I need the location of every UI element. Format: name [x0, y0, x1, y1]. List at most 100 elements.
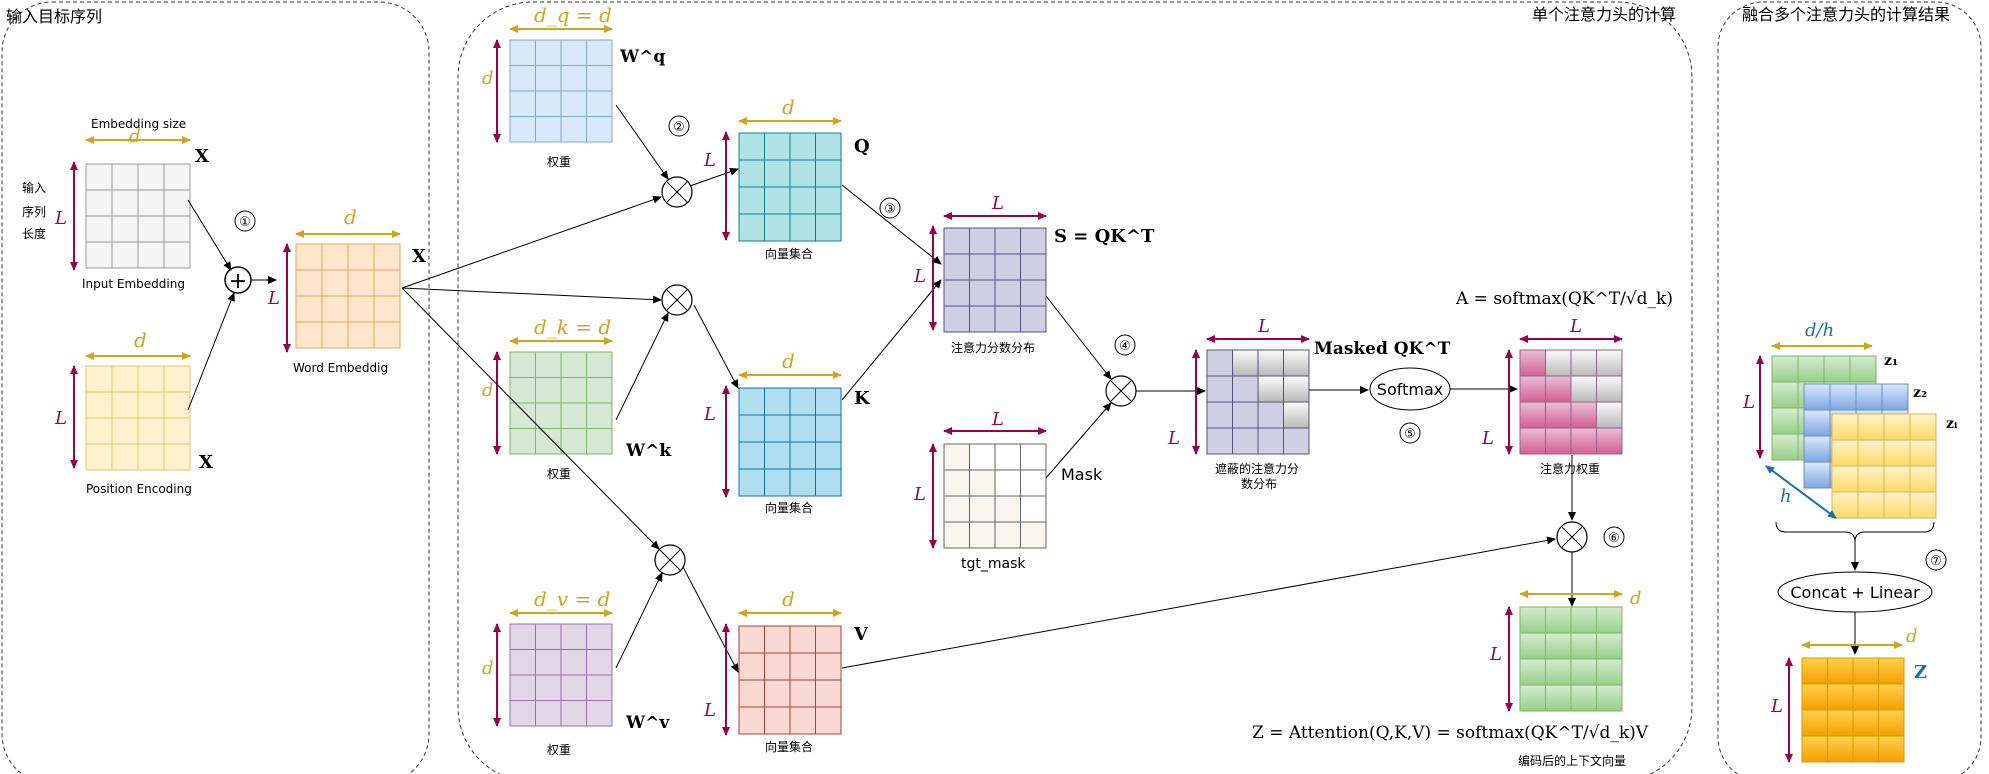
seq-len-label-3: 长度	[22, 226, 46, 241]
svg-text:+: +	[229, 269, 247, 294]
word-x-symbol: X	[412, 246, 426, 267]
grid-cell	[1596, 401, 1623, 429]
position-encoding-caption: Position Encoding	[86, 482, 192, 496]
grid-cell	[1545, 658, 1572, 686]
grid-cell	[994, 521, 1021, 549]
grid-cell	[994, 495, 1021, 523]
multi-diag-dim: h	[1780, 486, 1792, 507]
final-top-dim: d	[1906, 626, 1918, 647]
z1-label: z₁	[1884, 353, 1898, 369]
grid-cell	[1545, 606, 1572, 634]
final-z-grid	[1801, 657, 1905, 763]
wv-top-dim: d_v = d	[534, 587, 610, 611]
section-title-multi-head: 融合多个注意力头的计算结果	[1742, 5, 1950, 24]
grid-cell	[1878, 657, 1905, 685]
grid-cell	[1232, 349, 1259, 377]
zi-grid	[1831, 413, 1937, 519]
grid-cell	[1801, 709, 1828, 737]
grid-cell	[1232, 401, 1259, 429]
grid-cell	[1020, 443, 1047, 471]
grid-cell	[943, 495, 970, 523]
final-side-dim: L	[1770, 696, 1783, 717]
grid-cell	[1878, 735, 1905, 763]
grid-cell	[1909, 413, 1937, 441]
a-formula: A = softmax(QK^T/√d_k)	[1455, 289, 1673, 309]
grid-cell	[1545, 427, 1572, 455]
svg-text:②: ②	[673, 120, 685, 135]
s-top-dim: L	[991, 193, 1004, 214]
grid-cell	[1257, 375, 1284, 403]
grid-cell	[1519, 632, 1546, 660]
a-side-dim: L	[1481, 428, 1494, 449]
word-embedding-grid	[295, 243, 401, 349]
grid-cell	[994, 469, 1021, 497]
mask-top-dim: L	[991, 409, 1004, 430]
q-symbol: Q	[854, 136, 870, 157]
grid-cell	[373, 321, 401, 349]
grid-cell	[1257, 427, 1284, 455]
grid-cell	[1519, 427, 1546, 455]
grid-cell	[1827, 657, 1854, 685]
svg-text:①: ①	[239, 215, 251, 230]
z-side-dim: L	[1489, 644, 1502, 665]
grid-cell	[1801, 657, 1828, 685]
a-top-dim: L	[1569, 316, 1582, 337]
svg-text:③: ③	[884, 202, 896, 217]
grid-cell	[1831, 465, 1859, 493]
grid-cell	[586, 700, 613, 727]
grid-cell	[1020, 521, 1047, 549]
grid-cell	[1857, 491, 1885, 519]
v-top-dim: d	[782, 587, 795, 611]
grid-cell	[1570, 658, 1597, 686]
grid-cell	[1771, 355, 1799, 383]
grid-cell	[1283, 375, 1310, 403]
grid-cell	[586, 428, 613, 455]
position-encoding-grid	[85, 365, 191, 471]
grid-cell	[1232, 375, 1259, 403]
grid-cell	[1883, 491, 1911, 519]
mask-grid	[943, 443, 1047, 549]
s-caption: 注意力分数分布	[951, 340, 1035, 355]
wv-side-dim: d	[482, 658, 494, 679]
a-caption: 注意力权重	[1540, 461, 1600, 476]
z2-label: z₂	[1913, 385, 1927, 401]
grid-cell	[1831, 413, 1859, 441]
z-top-dim: d	[1630, 588, 1642, 609]
pos-top-dim: d	[134, 328, 147, 352]
grid-cell	[1519, 684, 1546, 712]
grid-cell	[1909, 439, 1937, 467]
word-top-dim: d	[344, 205, 357, 229]
input-section-box	[1, 1, 430, 774]
grid-cell	[163, 443, 191, 471]
grid-cell	[1020, 305, 1047, 333]
grid-cell	[815, 213, 842, 242]
wq-grid	[509, 39, 613, 143]
grid-cell	[815, 468, 842, 497]
ms-top-dim: L	[1257, 316, 1270, 337]
grid-cell	[1883, 439, 1911, 467]
section-title-input: 输入目标序列	[6, 7, 102, 26]
grid-cell	[1852, 709, 1879, 737]
grid-cell	[994, 443, 1021, 471]
concat-brace	[1775, 521, 1935, 543]
attention-weights-grid	[1519, 349, 1623, 455]
section-title-single-head: 单个注意力头的计算	[1532, 5, 1676, 24]
input-x-symbol: X	[195, 146, 209, 167]
grid-cell	[1857, 439, 1885, 467]
concat-linear-label: Concat + Linear	[1790, 583, 1920, 602]
wk-grid	[509, 351, 613, 455]
s-side-dim: L	[913, 266, 926, 287]
grid-cell	[1827, 735, 1854, 763]
grid-cell	[1852, 657, 1879, 685]
grid-cell	[1545, 684, 1572, 712]
grid-cell	[1257, 401, 1284, 429]
grid-cell	[943, 469, 970, 497]
step-2: ②	[668, 115, 690, 137]
v-grid	[738, 625, 842, 735]
s-formula: S = QK^T	[1054, 226, 1155, 247]
wk-top-dim: d_k = d	[534, 315, 611, 339]
step-6: ⑥	[1603, 526, 1625, 548]
grid-cell	[943, 443, 970, 471]
grid-cell	[1596, 606, 1623, 634]
